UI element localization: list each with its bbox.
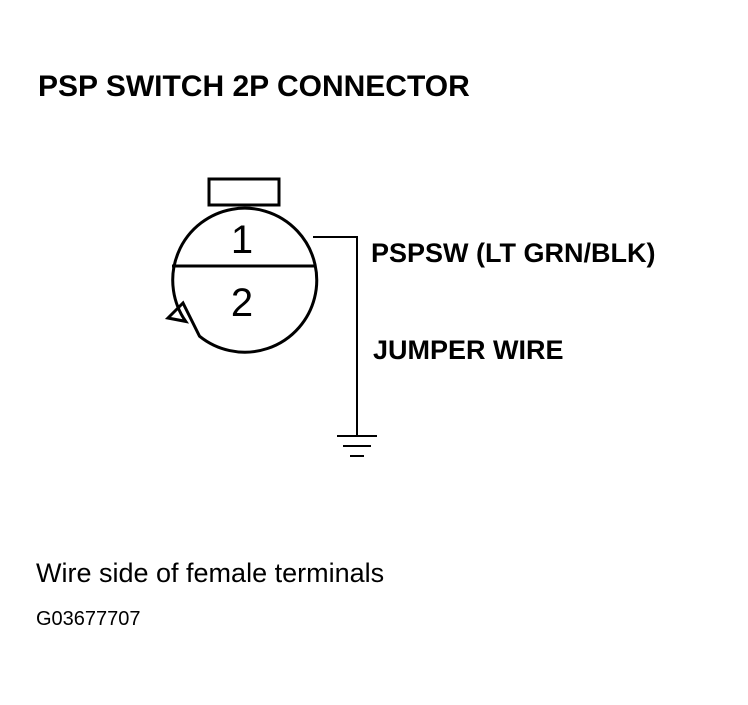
connector-body [164, 206, 319, 354]
pin-2-label: 2 [231, 281, 253, 325]
connector-lock-tab [207, 177, 281, 207]
ground-icon [337, 435, 377, 457]
caption: Wire side of female terminals [36, 558, 385, 588]
figure-id: G03677707 [36, 608, 141, 630]
jumper-wire [313, 236, 358, 436]
wire-label: PSPSW (LT GRN/BLK) [371, 238, 656, 268]
pin-1-label: 1 [231, 218, 253, 262]
jumper-wire-label: JUMPER WIRE [373, 335, 564, 365]
page-title: PSP SWITCH 2P CONNECTOR [38, 70, 470, 103]
